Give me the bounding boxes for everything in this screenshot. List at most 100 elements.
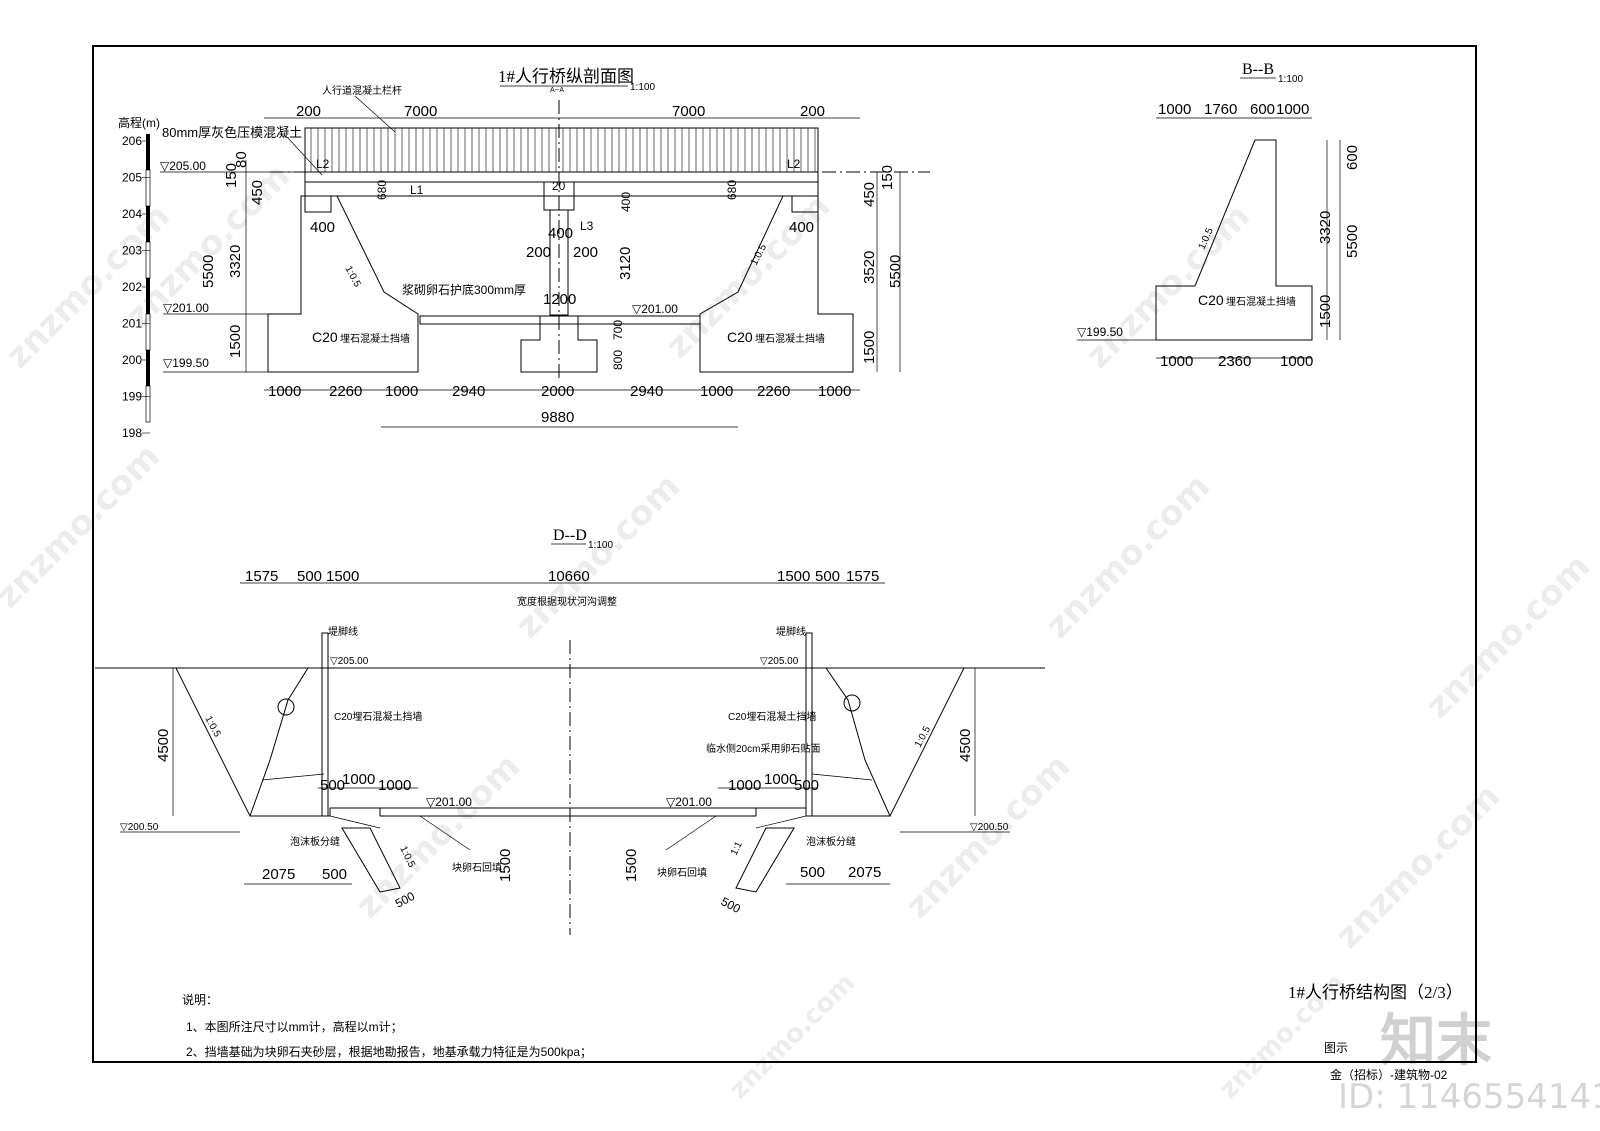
elev-201: ▽201.00 (163, 301, 209, 315)
dd-backfill-right: 块卵石回填 (657, 866, 707, 879)
sheet-border (92, 45, 1477, 1063)
drawing-number: 金（招标）-建筑物-02 (1330, 1067, 1448, 1082)
bb-wall-label: C20 (1198, 292, 1224, 308)
dd-dim-top-2: 1500 (326, 568, 359, 585)
bb-wall (1155, 139, 1313, 341)
aa-dim-bottom-6: 1000 (700, 383, 733, 400)
slope-left: 1:0.5 (342, 264, 362, 289)
watermark-logo-text: 知末 (1380, 1009, 1492, 1074)
dim-v-450: 450 (249, 180, 266, 205)
dd-elev-205-left: ▽205.00 (330, 656, 369, 667)
dim-20: 20 (552, 179, 566, 193)
dd-slope-small-right: 1:1 (729, 840, 745, 858)
bb-wall-label-2: 埋石混凝土挡墙 (1226, 295, 1296, 308)
watermark-4: znzmo.com (1078, 196, 1258, 376)
section-bb-scale: 1:100 (1278, 74, 1303, 85)
dd-dim-top-5: 500 (815, 568, 840, 585)
elev-1995: ▽199.50 (163, 356, 209, 370)
dd-width-note: 宽度根据现状河沟调整 (517, 595, 617, 608)
dd-joint-left: 泡沫板分缝 (290, 835, 340, 848)
section-dd-title: D--D (553, 527, 587, 544)
river-bed-lining (419, 315, 701, 325)
dd-slope-right: 1:0.5 (913, 724, 933, 749)
drawing-title: 1#人行桥结构图（2/3） (1288, 983, 1463, 1002)
dd-dim-500-br: 500 (800, 864, 825, 881)
dd-dim-1000-l1: 1000 (342, 771, 375, 788)
dim-vr-5500: 5500 (887, 255, 904, 288)
dim-400-c: 400 (548, 225, 573, 242)
dd-wall-right (811, 667, 891, 817)
aa-dim-bottom-0: 1000 (268, 383, 301, 400)
dd-facing-note: 临水侧20cm采用卵石贴面 (706, 742, 820, 755)
elev-tick-7: 199 (122, 390, 142, 404)
elev-tick-8: 198 (122, 426, 142, 440)
dim-vr-3520: 3520 (861, 251, 878, 284)
dd-dim-4500-left: 4500 (155, 729, 172, 762)
bb-dim-bot-1000b: 1000 (1280, 353, 1313, 370)
dd-elev-201-left: ▽201.00 (426, 795, 472, 809)
wall-label-right: C20 (727, 329, 753, 345)
bb-dim-right-600: 600 (1344, 145, 1361, 170)
dim-680-right: 680 (725, 180, 739, 200)
notes: 说明： 1、本图所注尺寸以mm计，高程以m计； 2、挡墙基础为块卵石夹砂层，根据… (182, 992, 592, 1059)
section-aa-scale: 1:100 (630, 82, 655, 93)
dd-bed-lining (379, 807, 757, 817)
wall-label-left-2: 埋石混凝土挡墙 (340, 332, 410, 345)
dd-dim-2075-r: 2075 (848, 864, 881, 881)
abutment-right (699, 195, 854, 373)
bb-dim-right-5500: 5500 (1344, 225, 1361, 258)
dim-v-150: 150 (223, 163, 240, 188)
section-aa-title: 1#人行桥纵剖面图 (498, 67, 634, 86)
beam-l2-right: L2 (787, 157, 801, 171)
dd-dim-1000-l2: 1000 (378, 777, 411, 794)
dim-total-aa: 9880 (541, 409, 574, 426)
dd-toe-left: 堤脚线 (328, 625, 358, 638)
watermark-6: znzmo.com (508, 466, 688, 646)
dd-dim-2075-l: 2075 (262, 866, 295, 883)
dim-200-b: 200 (573, 244, 598, 261)
dim-680-left: 680 (375, 180, 389, 200)
section-aa-sub: A--A (550, 87, 564, 94)
elev-tick-3: 203 (122, 244, 142, 258)
aa-dim-bottom-2: 1000 (385, 383, 418, 400)
dim-vr-1500: 1500 (861, 331, 878, 364)
dd-dim-500-r: 500 (794, 777, 819, 794)
dim-v-1500: 1500 (227, 325, 244, 358)
dd-elev-205-right: ▽205.00 (760, 656, 799, 667)
bb-dim-bot-1000a: 1000 (1160, 353, 1193, 370)
bb-dim-top-1000b: 1000 (1276, 101, 1309, 118)
elev-scale-header: 高程(m) (118, 115, 160, 130)
aa-dim-bottom-4: 2000 (541, 383, 574, 400)
dd-dim-top-3: 10660 (548, 568, 590, 585)
note-railing: 人行道混凝土栏杆 (322, 84, 402, 97)
dd-joint-right: 泡沫板分缝 (806, 835, 856, 848)
watermark-13: znzmo.com (1214, 968, 1351, 1105)
elev-201-mid: ▽201.00 (632, 302, 678, 316)
dd-dim-top-6: 1575 (846, 568, 879, 585)
watermark-7: znzmo.com (1038, 466, 1218, 646)
aa-dim-bottom-3: 2940 (452, 383, 485, 400)
elev-tick-0: 206 (122, 134, 142, 148)
wall-label-right-2: 埋石混凝土挡墙 (755, 332, 825, 345)
section-dd-scale: 1:100 (588, 540, 613, 551)
watermark-5: znzmo.com (0, 436, 168, 616)
bb-elev-1995: ▽199.50 (1077, 325, 1123, 339)
dd-wall-left (249, 667, 323, 817)
beam-l2-left: L2 (316, 157, 330, 171)
aa-dim-top-3: 200 (800, 103, 825, 120)
dim-200-a: 200 (526, 244, 551, 261)
section-bb-title: B--B (1242, 61, 1274, 78)
dim-vr-150: 150 (879, 165, 896, 190)
watermark-12: znzmo.com (724, 968, 861, 1105)
bb-dim-top-1760: 1760 (1204, 101, 1237, 118)
elev-tick-2: 204 (122, 207, 142, 221)
bb-dim-right-1500: 1500 (1317, 295, 1334, 328)
dd-wall-left-label: C20埋石混凝土挡墙 (334, 710, 422, 723)
dd-dim-500-bl: 500 (322, 866, 347, 883)
watermark-10: znzmo.com (898, 746, 1078, 926)
watermark-logo: 知末 ID: 1146554141 (1338, 1009, 1600, 1117)
aa-dim-top-1: 7000 (404, 103, 437, 120)
dd-dim-1000-r1: 1000 (728, 777, 761, 794)
dim-v-3320: 3320 (227, 245, 244, 278)
